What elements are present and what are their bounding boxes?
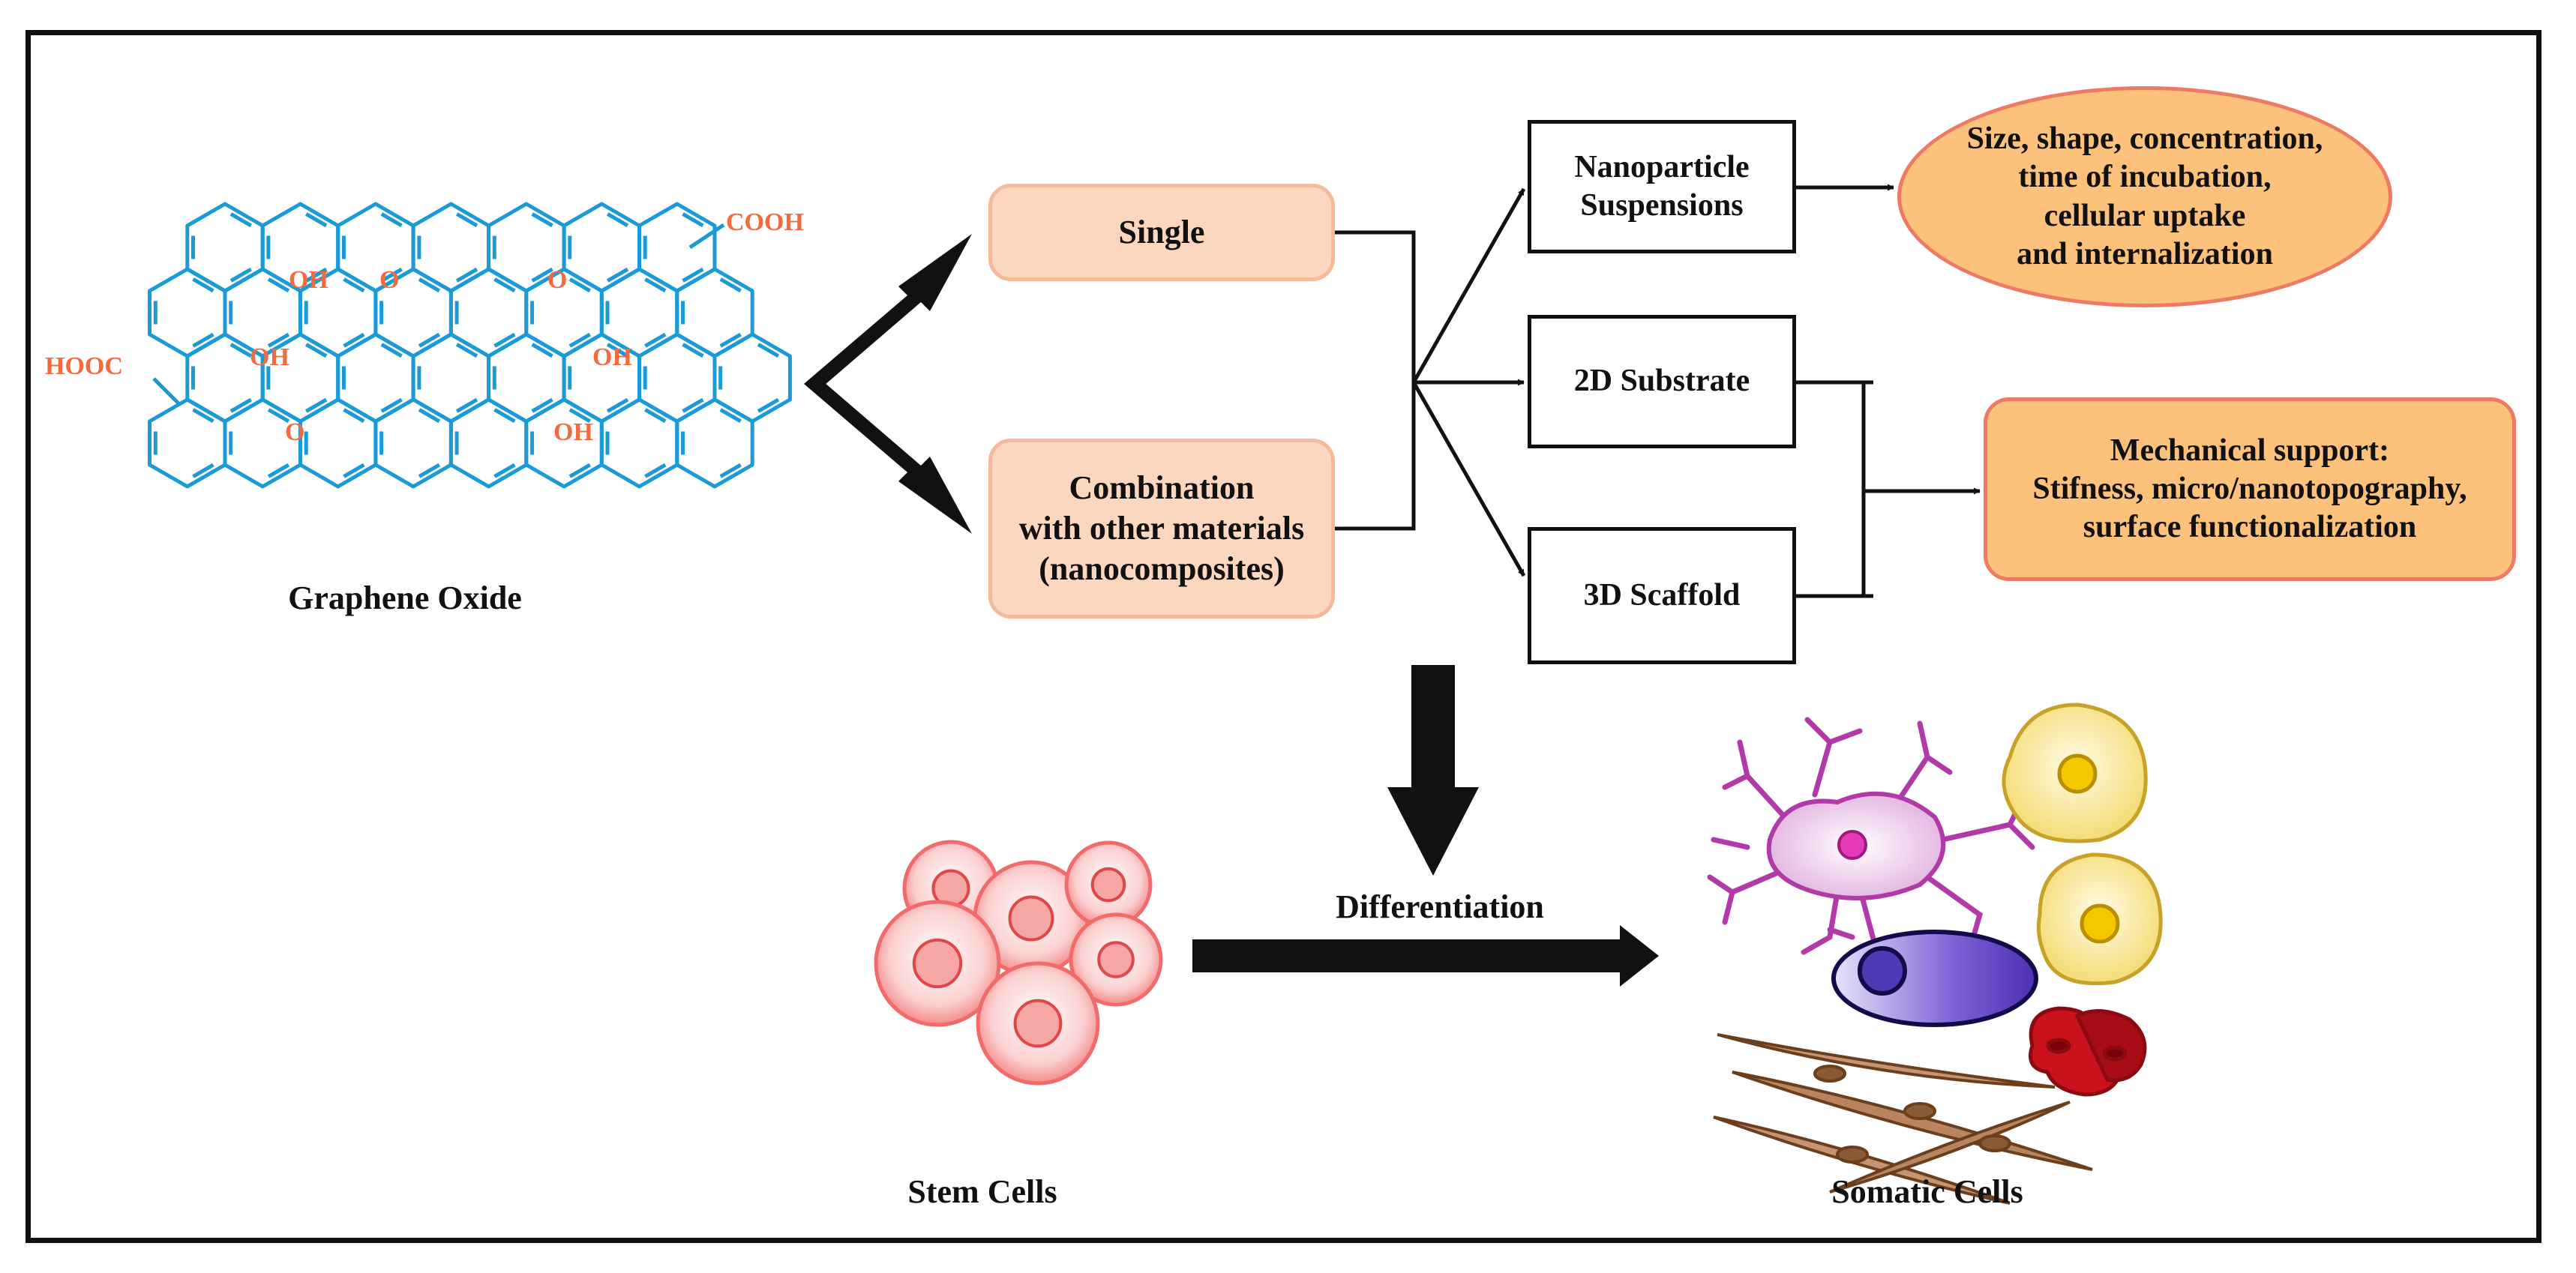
combination-line-3: (nanocomposites) [1039,550,1285,587]
oh-label-3: OH [592,343,632,371]
nanoparticle-line-1: Nanoparticle [1574,149,1750,184]
yellow-cells [2002,702,2163,986]
somatic-cells-caption: Somatic Cells [1831,1173,2023,1211]
differentiation-label: Differentiation [1336,888,1544,926]
epoxy-o-label-2: O [547,266,568,294]
arrow-to-combination [804,378,972,534]
mech-line-1: Mechanical support: [2110,433,2390,468]
nano-factor-line-3: cellular uptake [2044,198,2246,233]
neuron-cell [1707,717,2035,955]
down-arrow [1387,665,1479,876]
combination-line-2: with other materials [1018,510,1305,547]
nano-factor-line-2: time of incubation, [2018,160,2272,195]
form-connectors [1335,187,1526,577]
stem-cells-cluster [874,840,1163,1086]
scaffold-3d-box: 3D Scaffold [1528,527,1796,664]
stem-cells-caption: Stem Cells [907,1173,1057,1211]
differentiation-arrow [1192,925,1659,987]
mech-line-2: Stifness, micro/nanotopography, [2032,471,2467,506]
epoxy-o-label-1: O [379,266,400,294]
substrate-2d-box: 2D Substrate [1528,315,1796,448]
nanoparticle-line-2: Suspensions [1580,188,1744,223]
figure-frame [25,30,2542,1243]
factor-connectors [1796,184,1981,598]
epoxy-o-label-3: O [285,418,305,446]
graphene-oxide-caption: Graphene Oxide [288,580,522,617]
cooh-label: COOH [726,208,804,236]
single-box: Single [988,184,1335,281]
somatic-cells-cluster [1707,702,2163,1205]
oh-label-1: OH [289,266,328,294]
mechanical-support-box: Mechanical support: Stifness, micro/nano… [1984,397,2516,581]
oh-label-2: OH [250,343,289,371]
combination-box: Combination with other materials (nanoco… [988,439,1335,619]
nano-factor-line-1: Size, shape, concentration, [1966,121,2323,157]
hooc-label: HOOC [45,352,123,380]
nanoparticle-factors-oval: Size, shape, concentration, time of incu… [1897,86,2392,307]
oh-label-4: OH [553,418,593,446]
split-arrows [804,234,972,534]
nanoparticle-suspensions-box: Nanoparticle Suspensions [1528,120,1796,253]
arrow-to-single [804,234,972,390]
red-blood-cells [2029,1006,2147,1097]
graphene-oxide-lattice [148,202,792,489]
mech-line-3: surface functionalization [2083,510,2417,545]
nano-factor-line-4: and internalization [2017,236,2273,271]
muscle-cells [1713,1033,2093,1205]
combination-line-1: Combination [1069,469,1255,507]
